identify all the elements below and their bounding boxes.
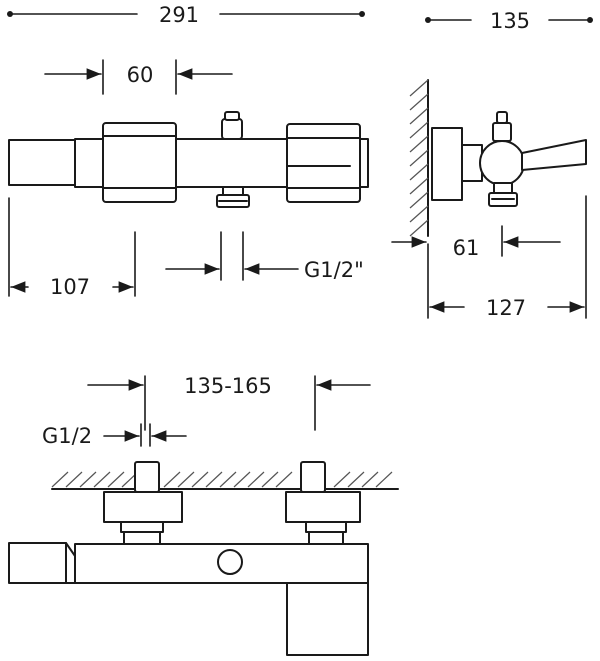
dim-wall-to-front: 127 [427, 195, 587, 320]
dim-label-291: 291 [159, 3, 199, 27]
mixer-body-side [431, 111, 587, 207]
dim-outlet-offset: 61 [391, 225, 561, 260]
wall-section [409, 79, 429, 237]
plan-view: 135-165 G1/2 [8, 374, 399, 656]
side-view: 135 [391, 9, 593, 320]
dim-label-127: 127 [486, 296, 526, 320]
mixer-body-front [8, 111, 369, 208]
dim-inlet-spacing: 135-165 [87, 374, 371, 431]
dim-spout-to-outlet: 107 [8, 197, 136, 299]
dim-label-135: 135 [490, 9, 530, 33]
dim-overall-depth: 135 [425, 9, 593, 33]
dim-label-g12-inlet: G1/2 [42, 424, 92, 448]
wall-plan [51, 471, 399, 490]
dim-inlet-thread: G1/2 [42, 423, 187, 448]
dim-label-g12-outlet: G1/2" [304, 258, 364, 282]
dim-label-61: 61 [453, 236, 480, 260]
dim-overall-width: 291 [7, 3, 365, 27]
inlet-left [103, 461, 183, 545]
inlet-right [285, 461, 361, 545]
dim-handle-width: 60 [44, 59, 233, 95]
dim-outlet-thread: G1/2" [165, 231, 364, 282]
dim-label-107: 107 [50, 275, 90, 299]
dim-label-135-165: 135-165 [184, 374, 272, 398]
mixer-body-plan [8, 542, 369, 656]
dim-label-60: 60 [127, 63, 154, 87]
front-view: 291 60 [7, 3, 369, 299]
